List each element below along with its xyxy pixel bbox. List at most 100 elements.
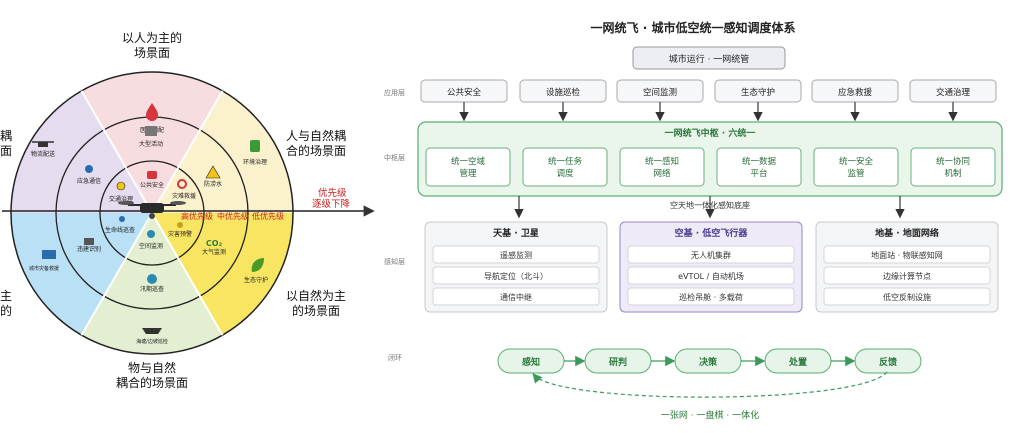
layer-label-hub: 中枢层 [384,153,405,162]
middle-item-flood-patrol: 汛期巡查 [140,274,164,293]
priority-arrow-label-1: 优先级 [318,187,347,199]
app-label: 应急救援 [838,87,873,98]
outer-item-eco: 生态守护 [244,258,268,284]
svg-text:汛期巡查: 汛期巡查 [140,285,164,293]
svg-text:灾难救援: 灾难救援 [172,192,196,200]
hand-icon [177,222,183,228]
building-id-icon [84,238,94,245]
hub-item-box [522,147,608,187]
svg-text:物流配送: 物流配送 [31,150,55,158]
scene-right-upper-label-1: 人与自然耦 [286,128,346,143]
system-diagram: 一网统飞 · 城市低空统一感知调度体系 城市运行 · 一网统管 应用层 中枢层 … [384,20,1003,421]
traffic-icon [116,181,126,191]
svg-text:生态守护: 生态守护 [244,276,268,284]
warning-icon [205,165,221,179]
sector-left-upper [11,90,152,213]
layer-label-app: 应用层 [384,88,405,97]
hub-item-label: 统一安全 [839,156,874,167]
outer-item-env: 环境治理 [243,140,267,166]
hub-item-label: 机制 [944,168,961,179]
inner-item-traffic: 交通治理 [109,181,133,203]
loop-return-arrow [532,371,888,398]
inner-item-warning: 灾害预警 [168,222,192,238]
priority-mid-label: 中优先级 [217,211,249,221]
app-row: 公共安全设施巡检空间监测生态守护应急救援交通治理 [420,79,997,122]
top-box [632,46,786,70]
sense-item-box [432,245,600,264]
svg-text:城市灾备救援: 城市灾备救援 [29,265,59,272]
inner-item-rescue: 灾难救援 [172,179,196,200]
inner-item-lifeline: 生命线巡查 [105,216,135,234]
svg-text:违建识别: 违建识别 [77,245,101,253]
app-label: 交通治理 [936,87,971,98]
svg-text:海塘/边坡巡检: 海塘/边坡巡检 [136,338,168,345]
loop-row: 感知研判决策处置反馈 [497,348,922,374]
scene-left-upper-label-1: 耦 [0,129,12,143]
outer-item-seawall: 海塘/边坡巡检 [136,328,168,345]
loop-step-label: 决策 [699,356,718,368]
leaf-icon [251,258,264,272]
outer-item-logistics: 物流配送 [31,141,55,158]
loop-step-label: 研判 [609,356,627,368]
hub-item-box [425,147,511,187]
boat-icon [142,328,162,334]
hub-title: 一网统飞中枢 · 六统一 [665,127,756,139]
flood-icon [147,274,157,284]
camera-icon [147,171,157,179]
inner-item-security: 公共安全 [140,171,164,189]
middle-item-comm: 应急通信 [77,165,101,185]
globe-icon [147,230,155,238]
scene-top-label-2: 场景面 [134,46,170,60]
hub-item-box [716,147,802,187]
lifebuoy-icon [177,179,187,189]
grid-icon [42,250,56,259]
top-box-label: 城市运行 · 一网统管 [669,53,750,65]
drone-icon [32,141,54,147]
middle-item-event: 大型活动 [139,126,163,148]
hub-item-label: 统一空域 [451,156,486,167]
sense-item-box [823,266,991,285]
hub-item-label: 网络 [653,168,671,179]
app-label: 生态守护 [741,87,775,98]
sense-item-label: 无人机集群 [691,250,731,260]
sense-item-box [823,245,991,264]
sector-right-lower [152,213,293,336]
sense-item-label: eVTOL / 自动机场 [678,271,744,281]
sense-column-title: 天基 · 卫星 [493,227,539,239]
hub-item-box [813,147,899,187]
sense-item-box [627,245,795,264]
scene-left-upper-label-2: 面 [0,144,12,158]
co2-icon: CO₂ [206,239,223,248]
sense-item-label: 巡检吊舱 · 多载荷 [679,292,743,302]
svg-text:生命线巡查: 生命线巡查 [105,226,135,234]
layer-label-sense: 感知层 [384,257,405,266]
hub-item-box [619,147,705,187]
scene-left-lower-label-1: 主 [0,289,12,303]
scene-top-label-1: 以人为主的 [122,30,182,45]
priority-low-label: 低优先级 [252,211,284,221]
sense-item-box [823,287,991,306]
loop-step-label: 处置 [788,356,807,368]
sense-item-label: 导航定位（北斗） [484,271,548,281]
hub-item-label: 统一任务 [548,156,583,167]
antenna-icon [85,165,93,173]
svg-text:交通治理: 交通治理 [109,195,133,203]
diagram-title: 一网统飞 · 城市低空统一感知调度体系 [591,20,796,35]
medical-icon [146,103,158,121]
svg-text:防涝水: 防涝水 [204,180,222,188]
sense-item-label: 低空反制设施 [883,292,931,302]
scene-bottom-label-2: 耦合的场景面 [116,375,188,390]
svg-text:灾害预警: 灾害预警 [168,230,192,238]
recycle-icon [250,140,260,152]
middle-item-air: CO₂ 大气监测 [202,239,226,256]
footer-text: 一张网 · 一盘棋 · 一体化 [661,409,759,421]
hub-item-label: 统一数据 [742,156,777,167]
middle-item-illegal: 违建识别 [77,238,101,253]
scene-wheel: 高优先级 中优先级 低优先级 优先级 逐级下降 以人为主的 场景面 人与自然耦 … [0,30,375,390]
middle-item-flood: 防涝水 [204,165,222,188]
scene-right-lower-label-2: 的场景面 [292,303,340,318]
hub-item-label: 平台 [750,168,767,179]
hub-item-label: 监管 [847,168,864,179]
